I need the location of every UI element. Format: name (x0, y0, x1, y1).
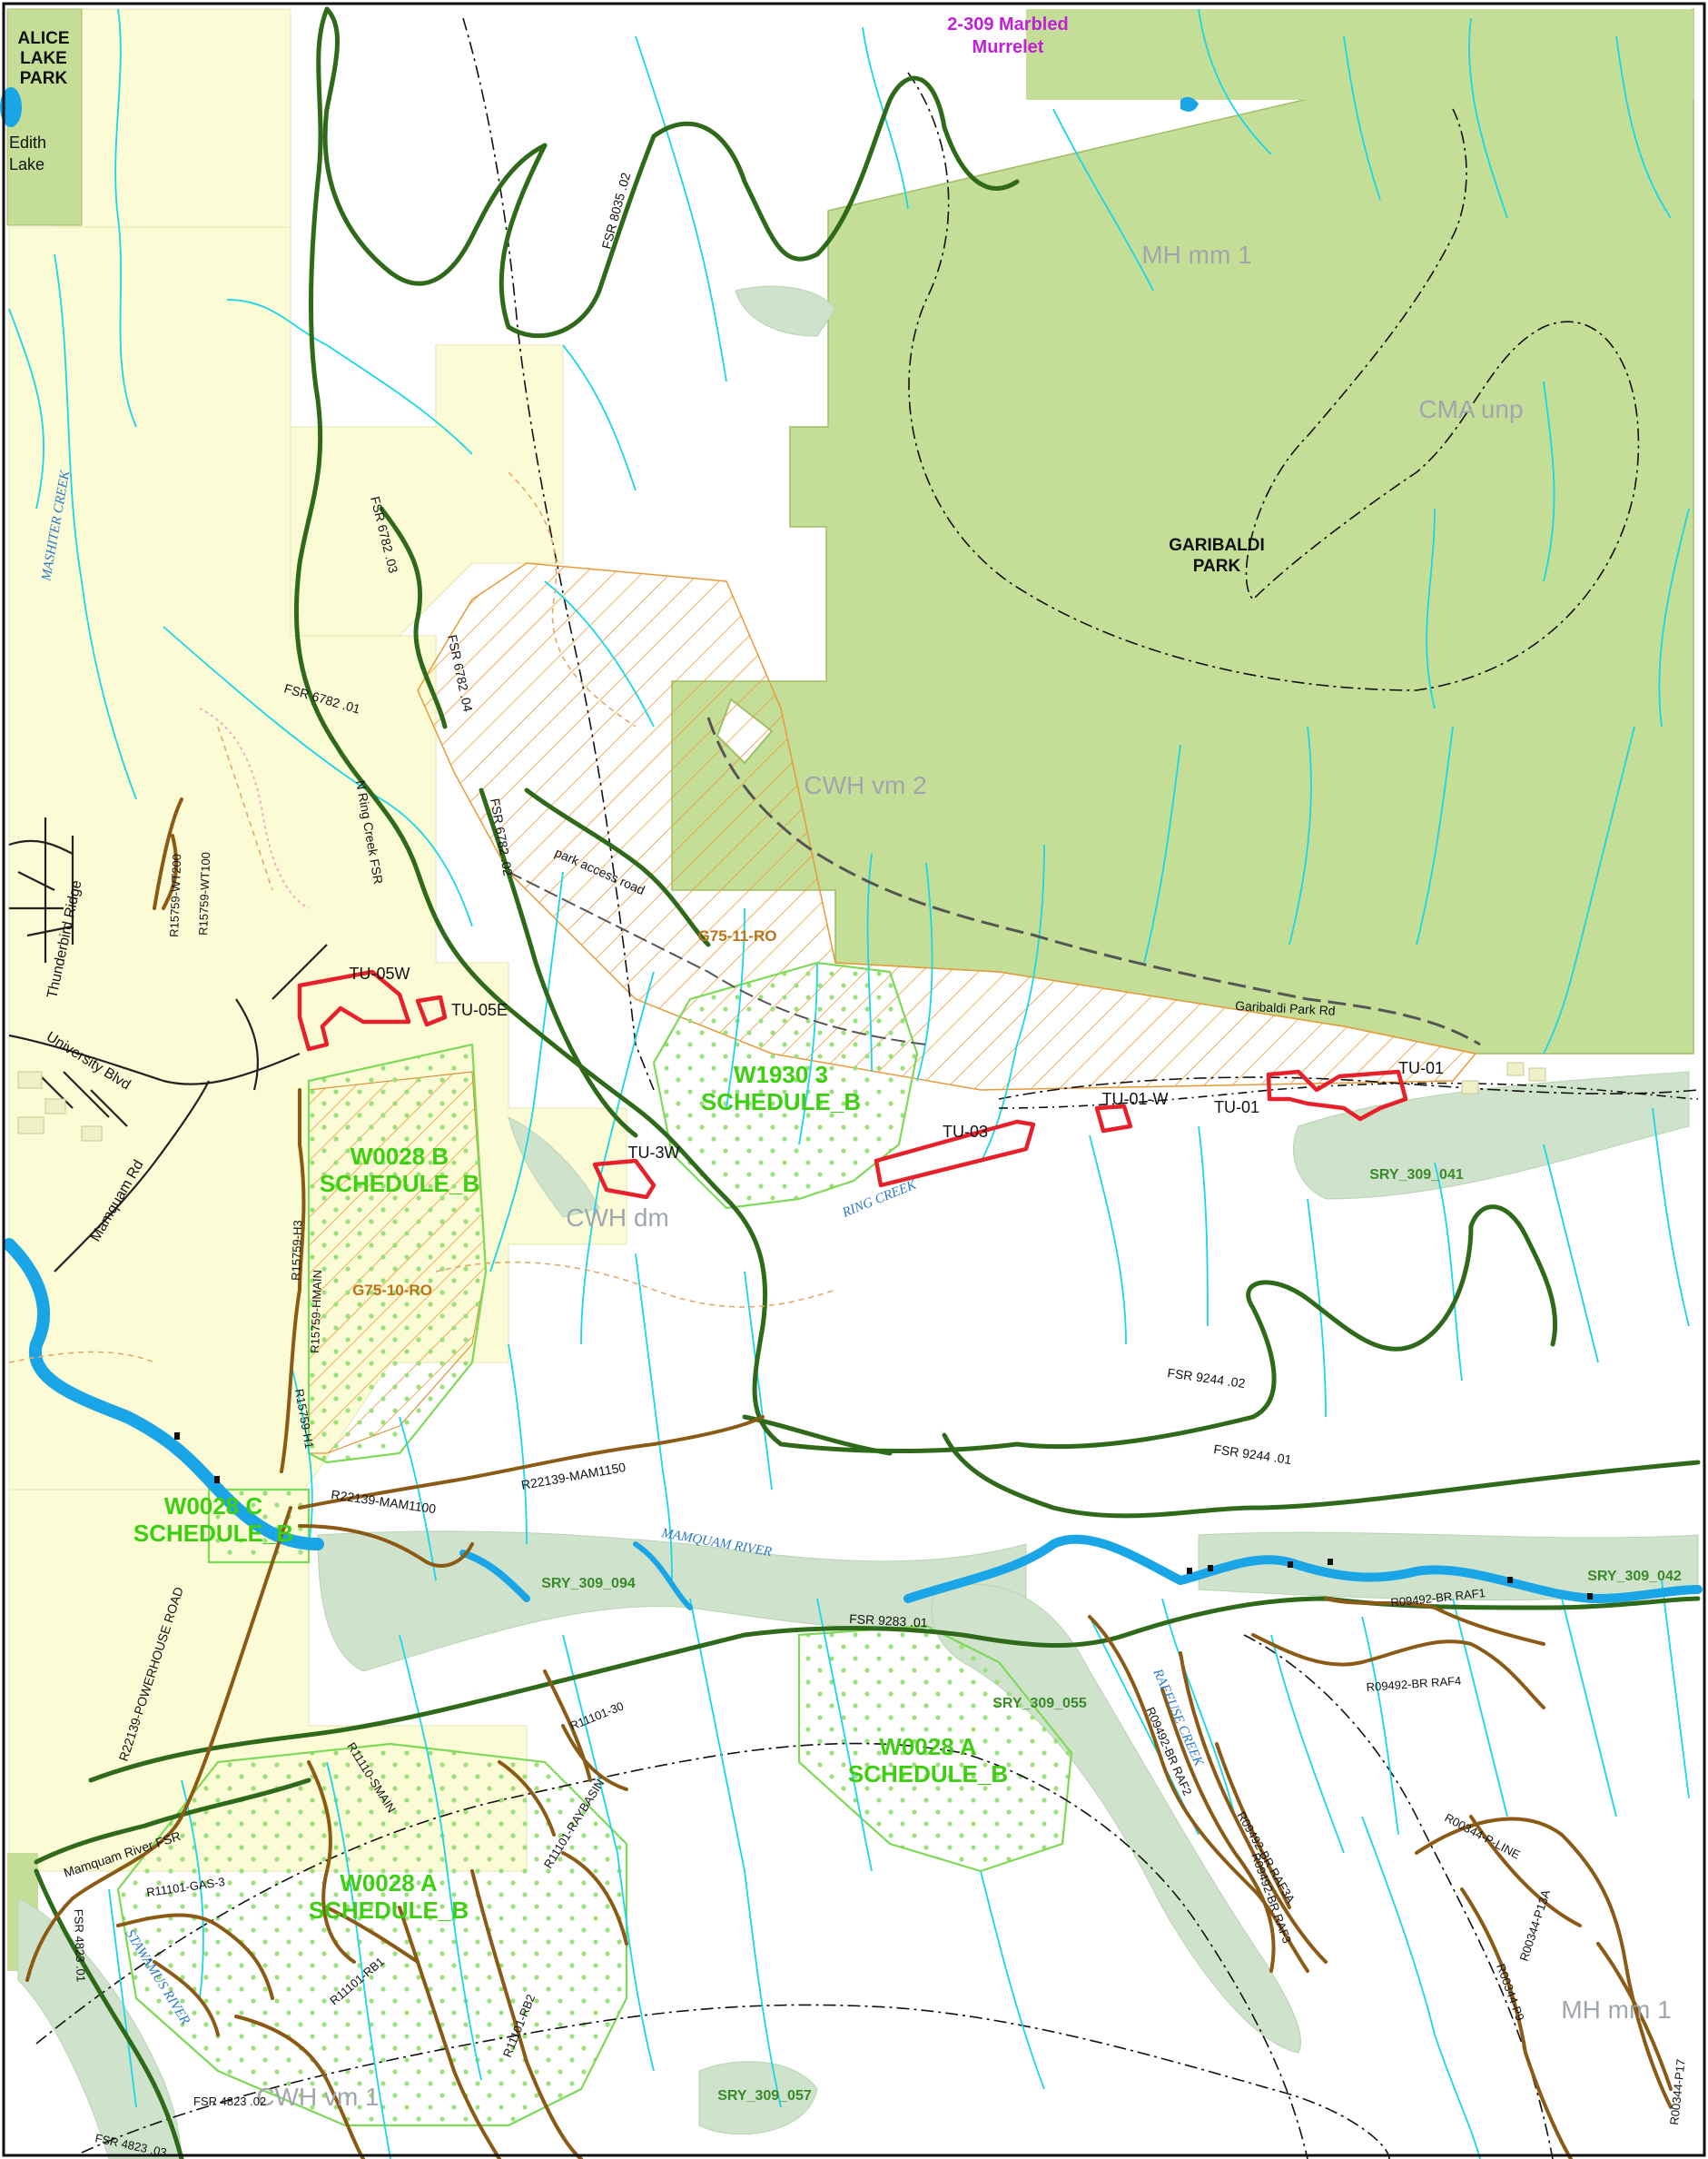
bec-label-mh-mm1-south: MH mm 1 (1561, 1996, 1671, 2024)
schedule-w0028-a-west-code: W0028 A (340, 1869, 438, 1897)
municipal-boundary (199, 708, 310, 909)
garibaldi-park-label-1: GARIBALDI (1169, 536, 1265, 555)
alpine-lake-water (1180, 96, 1199, 112)
river-markers (174, 1432, 1593, 1599)
cutblock-tu-01-road-label: TU-01 (1214, 1098, 1259, 1116)
sry-309-042-label: SRY_309_042 (1587, 1569, 1682, 1584)
cutblock-tu-03-label: TU-03 (943, 1123, 988, 1141)
fsr-roads (34, 6, 1701, 2159)
stream-network (8, 8, 1690, 2159)
trail-dashes (8, 471, 836, 1363)
sry-309-055-label: SRY_309_055 (992, 1696, 1087, 1711)
road-label-r09492-br-raf4: R09492-BR RAF4 (1366, 1674, 1462, 1694)
bec-label-cma-unp: CMA unp (1418, 395, 1523, 423)
schedule-w0028-c-code: W0028 C (164, 1492, 263, 1520)
permit-roads (25, 797, 1673, 2159)
edith-lake-water (0, 87, 22, 127)
edith-lake-label-2: Lake (9, 155, 44, 173)
marbled-murrelet-label-2: Murrelet (972, 37, 1044, 57)
road-label-r15759-hmain: R15759-HMAIN (308, 1270, 324, 1353)
sry-309-057-label: SRY_309_057 (717, 2088, 812, 2104)
road-label-fsr-9283-01: FSR 9283 .01 (849, 1611, 928, 1630)
alice-lake-park-label-1: ALICE (18, 29, 70, 48)
schedule-w0028-a-east-type: SCHEDULE_B (848, 1760, 1008, 1788)
garibaldi-park-north (1026, 9, 1693, 100)
g75-11-ro-label: G75-11-RO (698, 927, 777, 945)
road-label-r15759-wt100: R15759-WT100 (196, 852, 212, 936)
schedule-w1930-3-code: W1930 3 (734, 1061, 828, 1088)
bec-label-cwh-vm2: CWH vm 2 (804, 771, 926, 799)
schedule-w0028-a-west-type: SCHEDULE_B (309, 1897, 469, 1924)
bec-label-cwh-dm: CWH dm (566, 1203, 669, 1232)
schedule-w0028-b-code: W0028 B (350, 1143, 449, 1170)
residential-blocks (17, 1062, 1546, 1142)
schedule-w1930-3-type: SCHEDULE_B (701, 1088, 861, 1115)
road-label-r15759-h3: R15759-H3 (289, 1220, 304, 1281)
sry-309-094-label: SRY_309_094 (541, 1576, 636, 1591)
road-label-garibaldi-park-rd: Garibaldi Park Rd (1235, 998, 1336, 1018)
garibaldi-park-label-2: PARK (1193, 557, 1241, 576)
marbled-murrelet-label-1: 2-309 Marbled (947, 15, 1068, 35)
cutblock-tu-05w-label: TU-05W (350, 965, 410, 983)
schedule-w0028-c-type: SCHEDULE_B (133, 1520, 293, 1547)
park-roads (508, 717, 1699, 1109)
cutblock-tu-05e-label: TU-05E (451, 1001, 508, 1019)
g75-10-ro-label: G75-10-RO (352, 1282, 432, 1299)
cutblock-tu-01-w-label: TU-01-W (1102, 1090, 1169, 1108)
alice-lake-park-label-3: PARK (20, 69, 68, 88)
cutblock-tu-01-label: TU-01 (1398, 1059, 1444, 1077)
bec-label-cwh-vm1: CWH vm 1 (256, 2083, 379, 2111)
bec-label-mh-mm1-north: MH mm 1 (1141, 241, 1251, 269)
cutblock-outlines (297, 969, 1408, 1200)
cutblock-tu-3w-label: TU-3W (628, 1144, 680, 1162)
road-label-fsr-4823-02: FSR 4823 .02 (193, 2095, 266, 2108)
local-roads (8, 817, 328, 1273)
sry-309-041-label: SRY_309_041 (1369, 1167, 1464, 1183)
edith-lake-label-1: Edith (9, 134, 46, 152)
road-label-r15759-wt200: R15759-WT200 (167, 854, 183, 937)
alice-lake-park-label-2: LAKE (20, 49, 67, 68)
road-label-fsr-4823-01: FSR 4823 .01 (72, 1909, 88, 1983)
schedule-w0028-a-east-code: W0028 A (879, 1733, 977, 1760)
schedule-w0028-b-type: SCHEDULE_B (320, 1170, 479, 1197)
